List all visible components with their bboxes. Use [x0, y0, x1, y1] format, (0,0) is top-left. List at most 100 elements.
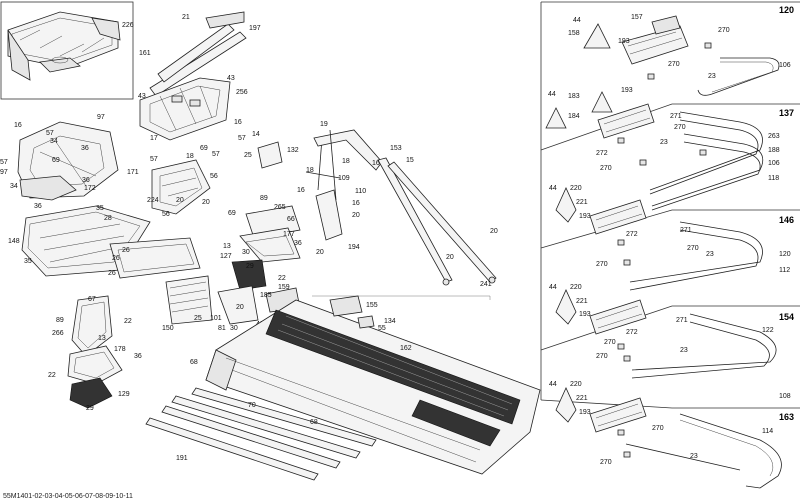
callout-22a: 22: [278, 275, 286, 282]
s163-callout-23: 23: [690, 453, 698, 460]
mid-left-parts: [109, 205, 301, 325]
callout-172: 172: [84, 185, 96, 192]
callout-36d: 36: [134, 353, 142, 360]
s120-callout-44: 44: [573, 17, 581, 24]
callout-89b: 89: [56, 317, 64, 324]
callout-178: 178: [114, 346, 126, 353]
callout-159: 159: [278, 284, 290, 291]
callout-26b: 26: [112, 255, 120, 262]
right-sections-frame: [540, 1, 800, 409]
callout-177: 177: [283, 231, 295, 238]
callout-68a: 68: [190, 359, 198, 366]
section-label-154: 154: [779, 312, 794, 322]
s120-callout-158: 158: [568, 30, 580, 37]
callout-132: 132: [287, 147, 299, 154]
callout-34a: 34: [50, 138, 58, 145]
callout-56a: 56: [210, 173, 218, 180]
callout-69a: 69: [200, 145, 208, 152]
callout-153: 153: [390, 145, 402, 152]
callout-70: 70: [248, 402, 256, 409]
callout-30b: 30: [230, 325, 238, 332]
s154-callout-193: 193: [579, 311, 591, 318]
callout-66: 66: [287, 216, 295, 223]
callout-16a: 16: [14, 122, 22, 129]
callout-13b: 13: [98, 335, 106, 342]
callout-194: 194: [348, 244, 360, 251]
callout-17: 17: [150, 135, 158, 142]
callout-265: 265: [274, 204, 286, 211]
callout-171: 171: [127, 169, 139, 176]
callout-97b: 97: [0, 169, 8, 176]
callout-35b: 35: [24, 258, 32, 265]
callout-129: 129: [118, 391, 130, 398]
callout-20-mid: 20: [236, 304, 244, 311]
s120-callout-270a: 270: [718, 27, 730, 34]
s120-callout-270b: 270: [668, 61, 680, 68]
callout-36-mid: 36: [82, 177, 90, 184]
callout-197: 197: [249, 25, 261, 32]
section-163-parts: [555, 387, 782, 489]
callout-266: 266: [52, 330, 64, 337]
section-label-163: 163: [779, 412, 794, 422]
rod-assembly: [305, 129, 497, 286]
s163-callout-193: 193: [579, 409, 591, 416]
callout-29b: 29: [86, 405, 94, 412]
s146-callout-23: 23: [706, 251, 714, 258]
s163-callout-44: 44: [549, 381, 557, 388]
s137-callout-183: 183: [568, 93, 580, 100]
s137-callout-23: 23: [660, 139, 668, 146]
s163-callout-270b: 270: [600, 459, 612, 466]
front-frame-assembly: [17, 121, 119, 201]
tunnel-assembly: [205, 295, 541, 475]
callout-20e: 20: [490, 228, 498, 235]
callout-67: 67: [88, 296, 96, 303]
callout-16d: 16: [352, 200, 360, 207]
section-label-146: 146: [779, 215, 794, 225]
callout-14: 14: [252, 131, 260, 138]
s120-callout-193: 193: [618, 38, 630, 45]
slide-rails: [145, 387, 377, 481]
callout-148: 148: [8, 238, 20, 245]
callout-22c: 22: [48, 372, 56, 379]
callout-109: 109: [338, 175, 350, 182]
callout-21: 21: [182, 14, 190, 21]
callout-57e: 57: [0, 159, 8, 166]
callout-20a: 20: [202, 199, 210, 206]
s120-callout-106: 106: [779, 62, 791, 69]
s154-callout-272: 272: [626, 329, 638, 336]
callout-35a: 35: [96, 205, 104, 212]
callout-18c: 18: [306, 167, 314, 174]
callout-36c: 36: [294, 240, 302, 247]
callout-69c: 69: [228, 210, 236, 217]
front-bumper-parts: [67, 295, 123, 409]
s154-callout-44: 44: [549, 284, 557, 291]
callout-68b: 68: [310, 419, 318, 426]
s146-callout-272: 272: [626, 231, 638, 238]
s137-callout-272: 272: [596, 150, 608, 157]
callout-15: 15: [406, 157, 414, 164]
s154-callout-220: 220: [570, 284, 582, 291]
callout-161: 161: [139, 50, 151, 57]
callout-26c: 26: [108, 270, 116, 277]
section-label-137: 137: [779, 108, 794, 118]
callout-81: 81: [218, 325, 226, 332]
callout-43a: 43: [227, 75, 235, 82]
callout-226: 226: [122, 22, 134, 29]
s146-callout-120: 120: [779, 251, 791, 258]
callout-34b: 34: [10, 183, 18, 190]
s137-callout-44: 44: [548, 91, 556, 98]
callout-13a: 13: [223, 243, 231, 250]
section-label-120: 120: [779, 5, 794, 15]
s137-callout-188: 188: [768, 147, 780, 154]
s137-callout-106: 106: [768, 160, 780, 167]
callout-150: 150: [162, 325, 174, 332]
s154-callout-270a: 270: [604, 339, 616, 346]
s146-callout-112: 112: [779, 267, 790, 274]
callout-16c: 16: [297, 187, 305, 194]
s137-callout-118: 118: [768, 175, 779, 182]
callout-26a: 26: [122, 247, 130, 254]
callout-162: 162: [400, 345, 412, 352]
s137-callout-270b: 270: [600, 165, 612, 172]
s137-callout-270a: 270: [674, 124, 686, 131]
callout-191: 191: [176, 455, 188, 462]
